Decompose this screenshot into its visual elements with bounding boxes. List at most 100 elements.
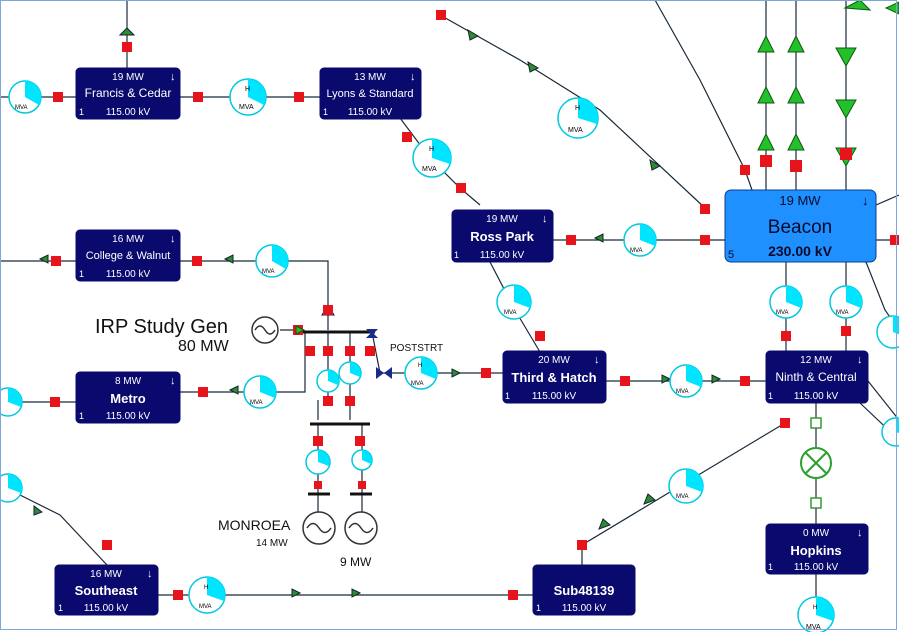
- breaker[interactable]: [314, 481, 322, 489]
- mva-gauge[interactable]: MVA: [669, 364, 703, 398]
- breaker[interactable]: [781, 331, 791, 341]
- breaker[interactable]: [345, 346, 355, 356]
- mva-gauge[interactable]: H MVA: [188, 576, 226, 614]
- mva-gauge[interactable]: H MVA: [404, 356, 438, 390]
- mva-gauge[interactable]: MVA: [496, 284, 532, 320]
- bus-metro[interactable]: 8 MW ↓ Metro 1 115.00 kV: [75, 371, 181, 424]
- breaker[interactable]: [402, 132, 412, 142]
- breaker[interactable]: [790, 160, 802, 172]
- breaker[interactable]: [192, 256, 202, 266]
- breaker[interactable]: [122, 42, 132, 52]
- generator-monroea[interactable]: [302, 511, 336, 545]
- mva-gauge[interactable]: [0, 473, 23, 503]
- mva-gauge[interactable]: MVA: [829, 285, 863, 319]
- breaker[interactable]: [700, 235, 710, 245]
- mva-gauge[interactable]: MVA: [8, 80, 42, 114]
- breaker[interactable]: [890, 235, 899, 245]
- gauge-mva-label: MVA: [199, 604, 212, 610]
- breaker[interactable]: [305, 346, 315, 356]
- mva-gauge[interactable]: MVA: [255, 244, 289, 278]
- mva-gauge[interactable]: MVA: [243, 375, 277, 409]
- line-north2-beacon[interactable]: [654, 0, 753, 191]
- bus-ninth-central[interactable]: 12 MW ↓ Ninth & Central 1 115.00 kV: [765, 350, 869, 404]
- mva-gauge[interactable]: [316, 369, 340, 393]
- bus-beacon[interactable]: 19 MW ↓ Beacon 5 230.00 kV: [724, 189, 877, 263]
- line-north-beacon[interactable]: [439, 14, 706, 209]
- breaker[interactable]: [740, 376, 750, 386]
- breaker[interactable]: [355, 436, 365, 446]
- breaker[interactable]: [193, 92, 203, 102]
- gauge-mva-label: MVA: [262, 269, 275, 275]
- breaker[interactable]: [53, 92, 63, 102]
- bus-mw: 19 MW: [779, 193, 821, 208]
- breaker[interactable]: [840, 148, 852, 160]
- bus-college-walnut[interactable]: 16 MW ↓ College & Walnut 1 115.00 kV: [75, 229, 181, 282]
- breaker[interactable]: [740, 165, 750, 175]
- breaker[interactable]: [436, 10, 446, 20]
- breaker[interactable]: [358, 481, 366, 489]
- gauge-mva-label: MVA: [250, 400, 263, 406]
- bus-name: Hopkins: [790, 543, 841, 558]
- poststrt-transformer[interactable]: [366, 329, 392, 379]
- bus-ross-park[interactable]: 19 MW ↓ Ross Park 1 115.00 kV: [451, 209, 554, 263]
- mva-gauge[interactable]: [351, 449, 373, 471]
- line-ninth-sub[interactable]: [581, 422, 786, 565]
- line-lyons-rosspark[interactable]: [399, 117, 481, 206]
- breaker[interactable]: [577, 540, 587, 550]
- breaker[interactable]: [481, 368, 491, 378]
- breaker[interactable]: [841, 326, 851, 336]
- flow-down-icon: ↓: [857, 354, 863, 366]
- bus-name: Francis & Cedar: [85, 86, 172, 100]
- breaker[interactable]: [198, 387, 208, 397]
- mva-gauge[interactable]: MVA: [623, 223, 657, 257]
- mva-gauge[interactable]: H MVA: [797, 596, 835, 634]
- breaker[interactable]: [566, 235, 576, 245]
- breaker[interactable]: [780, 418, 790, 428]
- breaker[interactable]: [345, 396, 355, 406]
- breaker[interactable]: [456, 183, 466, 193]
- mva-gauge[interactable]: [338, 361, 362, 385]
- generator-irp[interactable]: [251, 316, 279, 344]
- breaker[interactable]: [535, 331, 545, 341]
- generator-9mw[interactable]: [344, 511, 378, 545]
- gauge-mva-label: MVA: [411, 381, 424, 387]
- breaker[interactable]: [700, 204, 710, 214]
- breaker[interactable]: [50, 397, 60, 407]
- bus-kv: 115.00 kV: [106, 411, 151, 422]
- mva-gauge[interactable]: MVA: [668, 468, 704, 504]
- mva-gauge[interactable]: H MVA: [412, 138, 452, 178]
- disconnect-switch[interactable]: [800, 417, 832, 509]
- line-beacon-ne[interactable]: [875, 194, 899, 206]
- bus-third-hatch[interactable]: 20 MW ↓ Third & Hatch 1 115.00 kV: [502, 350, 607, 404]
- breaker[interactable]: [620, 376, 630, 386]
- breaker[interactable]: [323, 396, 333, 406]
- bus-southeast[interactable]: 16 MW ↓ Southeast 1 115.00 kV: [54, 564, 159, 616]
- bus-number: 1: [454, 250, 459, 260]
- breaker[interactable]: [313, 436, 323, 446]
- mva-gauge[interactable]: [876, 315, 899, 349]
- gauge-mva-label: MVA: [676, 389, 689, 395]
- breaker[interactable]: [760, 155, 772, 167]
- mva-gauge[interactable]: H MVA: [229, 78, 267, 116]
- mva-gauge[interactable]: [0, 387, 23, 417]
- bus-sub48139[interactable]: Sub48139 1 115.00 kV: [532, 564, 636, 616]
- line-ninth-east[interactable]: [867, 380, 899, 421]
- breaker[interactable]: [102, 540, 112, 550]
- bus-kv: 115.00 kV: [106, 107, 151, 118]
- breaker[interactable]: [508, 590, 518, 600]
- breaker[interactable]: [294, 92, 304, 102]
- breaker[interactable]: [173, 590, 183, 600]
- breaker[interactable]: [323, 346, 333, 356]
- mva-gauge[interactable]: H MVA: [557, 97, 599, 139]
- breaker[interactable]: [51, 256, 61, 266]
- mva-gauge[interactable]: MVA: [769, 285, 803, 319]
- bus-lyons-standard[interactable]: 13 MW ↓ Lyons & Standard 1 115.00 kV: [319, 67, 422, 120]
- flow-arrow-icon: [118, 27, 136, 36]
- mva-gauge[interactable]: [881, 417, 899, 447]
- breaker[interactable]: [365, 346, 375, 356]
- breaker[interactable]: [323, 305, 333, 315]
- mva-gauge[interactable]: [305, 449, 331, 475]
- bus-francis-cedar[interactable]: 19 MW ↓ Francis & Cedar 1 115.00 kV: [75, 67, 181, 120]
- down-arrow-icon: [884, 1, 899, 15]
- bus-hopkins[interactable]: 0 MW ↓ Hopkins 1 115.00 kV: [765, 523, 869, 575]
